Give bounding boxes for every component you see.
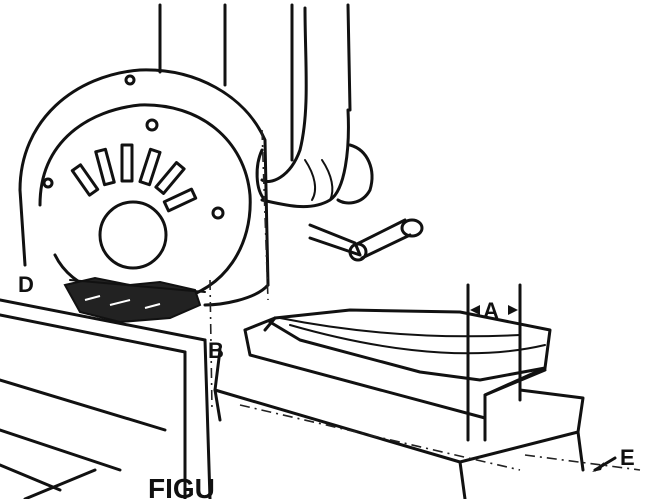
motor-cover — [70, 143, 198, 270]
guard-screw-top — [124, 74, 136, 86]
guard-screw-left — [42, 177, 54, 189]
dimension-a — [466, 283, 522, 442]
figure-caption: FIGU — [148, 473, 215, 499]
label-e: E — [620, 445, 635, 470]
workpiece — [243, 308, 552, 442]
machine-bed — [0, 279, 213, 499]
adjusting-handle — [308, 218, 424, 262]
spindle-column — [158, 3, 352, 162]
label-a: A — [483, 298, 499, 323]
label-b: B — [208, 338, 224, 363]
wheel-guard — [18, 68, 270, 307]
work-chuck — [213, 348, 641, 499]
grinding-wheel — [63, 276, 206, 324]
label-d: D — [18, 272, 34, 297]
coolant-pipe — [255, 6, 374, 209]
